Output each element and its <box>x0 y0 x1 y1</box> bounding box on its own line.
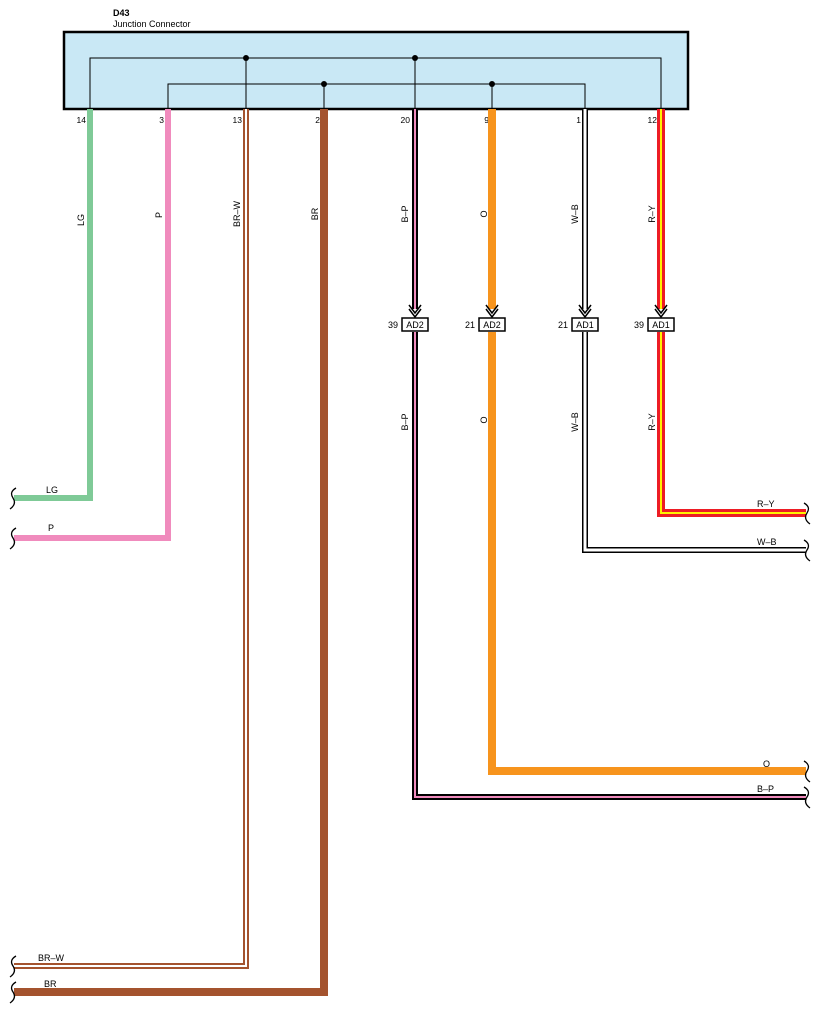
splice-pin: 21 <box>558 320 568 330</box>
wire-label-r-y: R–Y <box>647 205 657 223</box>
pin-number-3: 3 <box>159 115 164 125</box>
wire-end-labels: LG P R–Y W–B O B–P BR–W BR <box>38 485 777 989</box>
pin-number-9: 9 <box>484 115 489 125</box>
pin-number-20: 20 <box>401 115 411 125</box>
wire-label-o: O <box>479 210 489 217</box>
internal-bus-lines <box>89 57 662 109</box>
wire-r-y[interactable] <box>657 109 806 517</box>
splice-code: AD2 <box>483 320 501 330</box>
splice-ad2-39[interactable]: AD2 39 <box>388 304 429 332</box>
connector-code: D43 <box>113 8 130 18</box>
wire-label-b-p: B–P <box>400 205 410 222</box>
pin-number-2: 2 <box>315 115 320 125</box>
end-label-br: BR <box>44 979 57 989</box>
pin-number-14: 14 <box>77 115 87 125</box>
wire-label-w-b-lower: W–B <box>570 412 580 432</box>
wire-w-b[interactable] <box>582 109 806 553</box>
splice-ad1-39[interactable]: AD1 39 <box>634 304 675 332</box>
wire-lg[interactable] <box>14 109 93 501</box>
wire-label-o-lower: O <box>479 416 489 423</box>
splice-ad2-21[interactable]: AD2 21 <box>465 304 506 332</box>
end-label-b-p: B–P <box>757 784 774 794</box>
pin-number-12: 12 <box>648 115 658 125</box>
wire-b-p[interactable] <box>412 109 806 800</box>
pin-number-13: 13 <box>233 115 243 125</box>
end-label-p: P <box>48 523 54 533</box>
wire-labels-lower: B–P O W–B R–Y <box>400 412 657 432</box>
splice-pin: 39 <box>634 320 644 330</box>
wire-label-p: P <box>154 212 164 218</box>
wire-label-w-b: W–B <box>570 204 580 224</box>
continuation-marks-right <box>803 502 811 809</box>
bus-junction-dots <box>243 55 495 87</box>
splice-ad1-21[interactable]: AD1 21 <box>558 304 599 332</box>
end-label-r-y: R–Y <box>757 499 775 509</box>
connector-name: Junction Connector <box>113 19 191 29</box>
wire-br-w[interactable] <box>14 109 249 969</box>
wire-o[interactable] <box>488 109 806 775</box>
wire-p[interactable] <box>14 109 171 541</box>
splice-pin: 21 <box>465 320 475 330</box>
junction-connector-body[interactable] <box>62 30 690 111</box>
splice-code: AD2 <box>406 320 424 330</box>
wire-label-lg: LG <box>76 214 86 226</box>
splice-code: AD1 <box>652 320 670 330</box>
continuation-marks-left <box>9 487 17 1004</box>
end-label-br-w: BR–W <box>38 953 65 963</box>
wire-label-b-p-lower: B–P <box>400 413 410 430</box>
wire-br[interactable] <box>14 109 328 996</box>
pin-numbers: 14 3 13 2 20 9 1 12 <box>77 115 658 125</box>
wire-labels-upper: LG P BR–W BR B–P O W–B R–Y <box>76 201 657 228</box>
end-label-w-b: W–B <box>757 537 777 547</box>
wire-label-br: BR <box>310 207 320 220</box>
pin-number-1: 1 <box>576 115 581 125</box>
end-label-lg: LG <box>46 485 58 495</box>
splice-pin: 39 <box>388 320 398 330</box>
end-label-o: O <box>763 759 770 769</box>
splice-code: AD1 <box>576 320 594 330</box>
wire-label-br-w: BR–W <box>232 201 242 228</box>
wire-label-r-y-lower: R–Y <box>647 413 657 431</box>
